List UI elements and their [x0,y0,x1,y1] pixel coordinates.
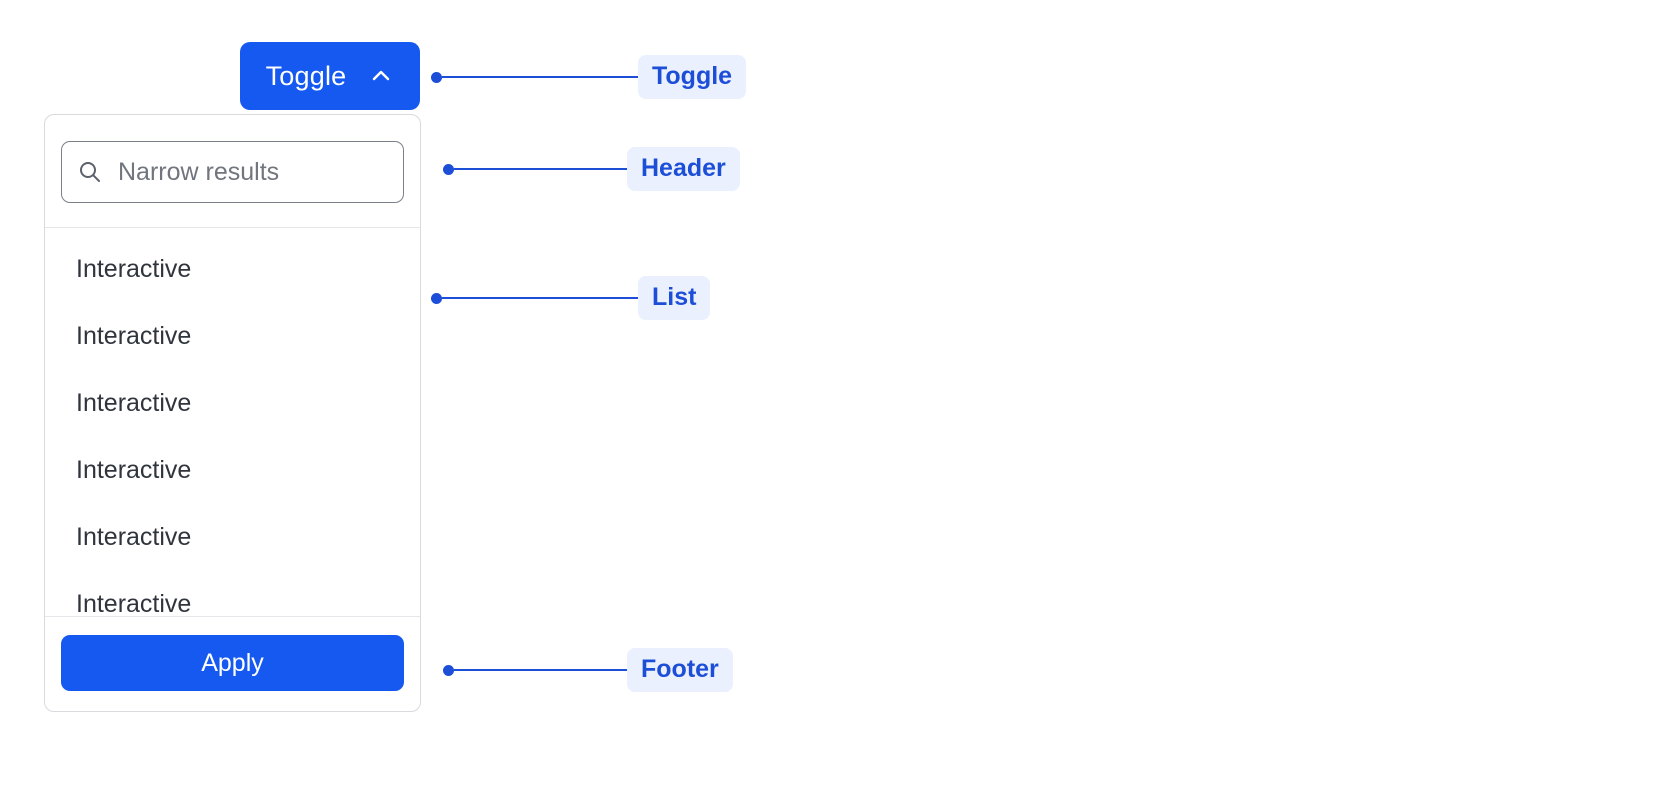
list-item[interactable]: Interactive [45,370,420,437]
dropdown-header [45,115,420,228]
annotation-leader-line [454,669,627,671]
toggle-button[interactable]: Toggle [240,42,420,110]
apply-button[interactable]: Apply [61,635,404,691]
search-icon [76,158,104,186]
annotation-leader-line [454,168,627,170]
list-item-label: Interactive [76,389,192,417]
toggle-button-label: Toggle [265,60,347,91]
list-item-label: Interactive [76,456,192,484]
list-item-label: Interactive [76,590,192,616]
annotation-dot-icon [443,163,454,175]
chevron-up-icon [368,63,394,89]
list-item-label: Interactive [76,322,192,350]
list-item[interactable]: Interactive [45,303,420,370]
annotation-label-toggle: Toggle [638,55,747,99]
annotation-leader-line [442,297,638,299]
annotation-leader-line [442,76,638,78]
list-item-label: Interactive [76,255,192,283]
annotation-label-header: Header [627,147,740,191]
list-item[interactable]: Interactive [45,504,420,571]
list-item-label: Interactive [76,523,192,551]
annotation-dot-icon [443,664,454,676]
search-field[interactable] [61,141,420,203]
list-item[interactable]: Interactive [45,437,420,504]
annotation-dot-icon [431,71,442,83]
dropdown-list: Interactive Interactive Interactive Inte… [45,228,420,616]
list-item[interactable]: Interactive [45,571,420,616]
apply-button-label: Apply [201,648,264,677]
annotation-label-footer: Footer [627,648,733,692]
search-input[interactable] [104,142,420,202]
annotation-dot-icon [431,292,442,304]
annotation-label-list: List [638,276,711,320]
list-item[interactable]: Interactive [45,236,420,303]
dropdown-panel: Interactive Interactive Interactive Inte… [44,114,421,712]
dropdown-footer: Apply [45,616,420,711]
